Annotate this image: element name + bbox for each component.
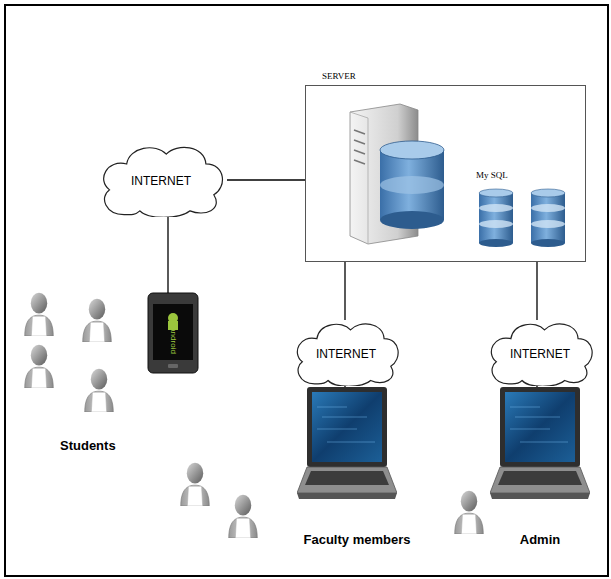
person-icon xyxy=(229,495,257,538)
person-icon xyxy=(455,491,483,534)
server-tower xyxy=(350,104,444,244)
group-label: Admin xyxy=(520,532,560,547)
cloud-path xyxy=(297,324,398,386)
laptop-icon xyxy=(297,387,397,499)
server-box: SERVERMy SQL xyxy=(305,85,586,262)
connector-line xyxy=(536,386,537,387)
database-icon xyxy=(479,189,513,247)
database-label: My SQL xyxy=(476,170,508,180)
connector-line xyxy=(227,179,305,180)
group-label: Faculty members xyxy=(304,532,411,547)
cloud-path xyxy=(104,147,223,217)
user-group: Admin xyxy=(488,387,592,552)
connector-line xyxy=(344,262,345,320)
cloud-path xyxy=(491,324,592,386)
person-icon xyxy=(83,299,111,342)
laptop-icon xyxy=(490,387,590,499)
group-label: Students xyxy=(60,438,116,453)
cloud-label: INTERNET xyxy=(131,174,191,188)
database-icon xyxy=(531,189,565,247)
cloud-label: INTERNET xyxy=(316,347,376,361)
server-title: SERVER xyxy=(322,71,356,81)
user-group: Students xyxy=(20,293,210,458)
phone-brand-text: android xyxy=(169,327,178,354)
phone-icon xyxy=(148,293,198,373)
internet-cloud: INTERNET xyxy=(484,320,596,386)
person-icon xyxy=(85,369,113,412)
internet-cloud: INTERNET xyxy=(290,320,402,386)
cloud-label: INTERNET xyxy=(510,347,570,361)
connector-line xyxy=(344,386,345,387)
user-group: Faculty members xyxy=(292,387,422,552)
person-icon xyxy=(25,293,53,336)
person-icon xyxy=(25,345,53,388)
connector-line xyxy=(536,262,537,320)
connector-line xyxy=(167,217,168,293)
person-icon xyxy=(181,463,209,506)
internet-cloud: INTERNET xyxy=(95,143,227,217)
